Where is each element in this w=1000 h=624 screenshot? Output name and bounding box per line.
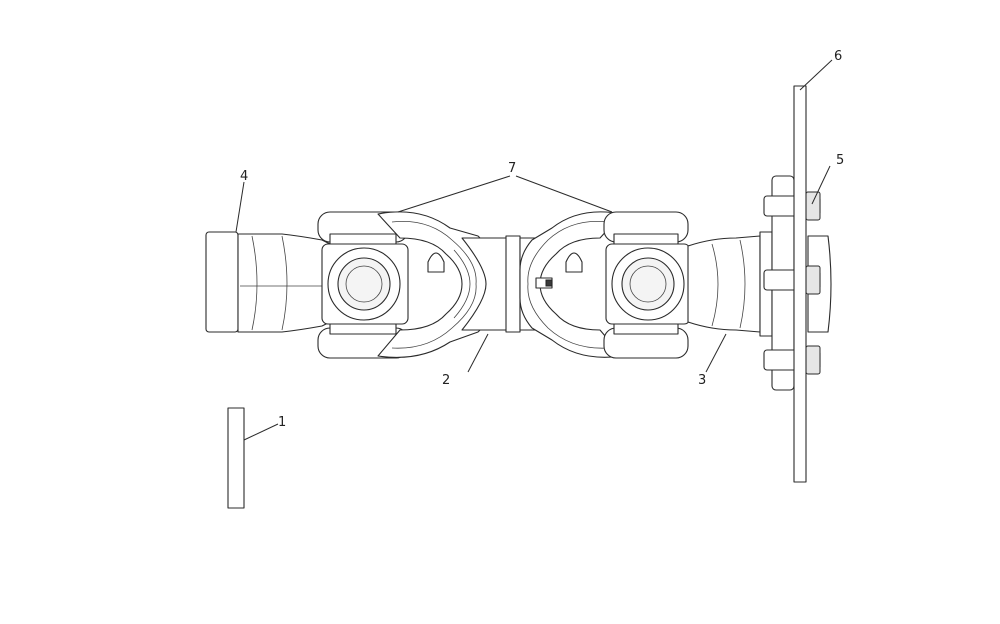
leader-lines [235,59,833,441]
callout-3: 3 [698,373,706,388]
part-3-right-yoke [687,235,761,333]
part-6-plate [793,85,807,483]
left-universal-joint [317,211,495,359]
callout-7: 7 [508,161,516,176]
callout-4: 4 [240,169,248,184]
part-4-left-yoke [205,231,331,333]
right-universal-joint [519,211,691,359]
callout-6: 6 [834,49,842,64]
part-1-key [227,407,245,509]
callout-5: 5 [836,153,844,168]
callout-1: 1 [278,415,286,430]
callout-2: 2 [442,373,450,388]
